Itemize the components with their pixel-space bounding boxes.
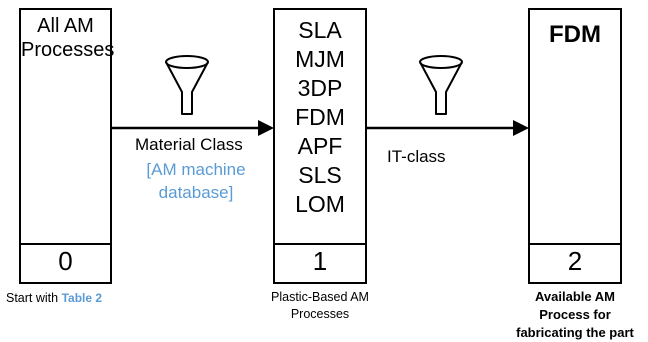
- stage-2-caption-line-1: Available AM: [535, 289, 615, 304]
- process-item: FDM: [295, 104, 345, 130]
- stage-2-box: FDM 2: [528, 8, 622, 284]
- stage-1-caption-line-1: Plastic-Based AM: [271, 290, 369, 304]
- stage-0-caption: Start with Table 2: [6, 290, 146, 307]
- stage-0-divider: [21, 243, 110, 245]
- stage-2-title: FDM: [549, 21, 601, 48]
- stage-2-caption-line-2: Process for: [539, 307, 611, 322]
- stage-1-caption: Plastic-Based AM Processes: [250, 289, 390, 323]
- arrow-2-label: IT-class: [387, 147, 446, 166]
- stage-2-caption: Available AM Process for fabricating the…: [505, 288, 645, 342]
- stage-0-number: 0: [58, 246, 73, 276]
- stage-1-box: SLA MJM 3DP FDM APF SLS LOM 1: [273, 8, 367, 284]
- process-item: APF: [297, 133, 343, 159]
- stage-0-title: All AM Processes: [21, 14, 115, 62]
- stage-0-title-line-2: Processes: [21, 39, 115, 61]
- stage-1-divider: [275, 243, 365, 245]
- process-item: SLS: [298, 162, 342, 188]
- stage-1-caption-line-2: Processes: [290, 307, 350, 321]
- stage-2-number: 2: [567, 246, 583, 276]
- arrow-1-label: Material Class: [135, 135, 243, 154]
- arrow-1-source: [AM machine database]: [126, 158, 266, 204]
- stage-1-number: 1: [312, 246, 328, 276]
- stage-0-title-line-1: All AM: [37, 15, 94, 37]
- start-text: Start with: [6, 291, 62, 305]
- process-list: SLA MJM 3DP FDM APF SLS LOM: [275, 16, 365, 219]
- funnel-icon: [165, 55, 209, 115]
- stage-2-caption-line-3: fabricating the part: [516, 325, 634, 340]
- process-item: 3DP: [297, 75, 343, 101]
- process-item: MJM: [295, 46, 345, 72]
- process-item: SLA: [298, 17, 342, 43]
- stage-0-box: All AM Processes 0: [19, 8, 115, 284]
- arrow-1-source-line-2: database]: [158, 183, 234, 202]
- funnel-icon: [419, 55, 463, 115]
- arrow-1-source-line-1: [AM machine: [146, 160, 246, 179]
- stage-2-divider: [530, 243, 620, 245]
- table-reference-link[interactable]: Table 2: [61, 291, 103, 305]
- process-item: LOM: [295, 191, 345, 217]
